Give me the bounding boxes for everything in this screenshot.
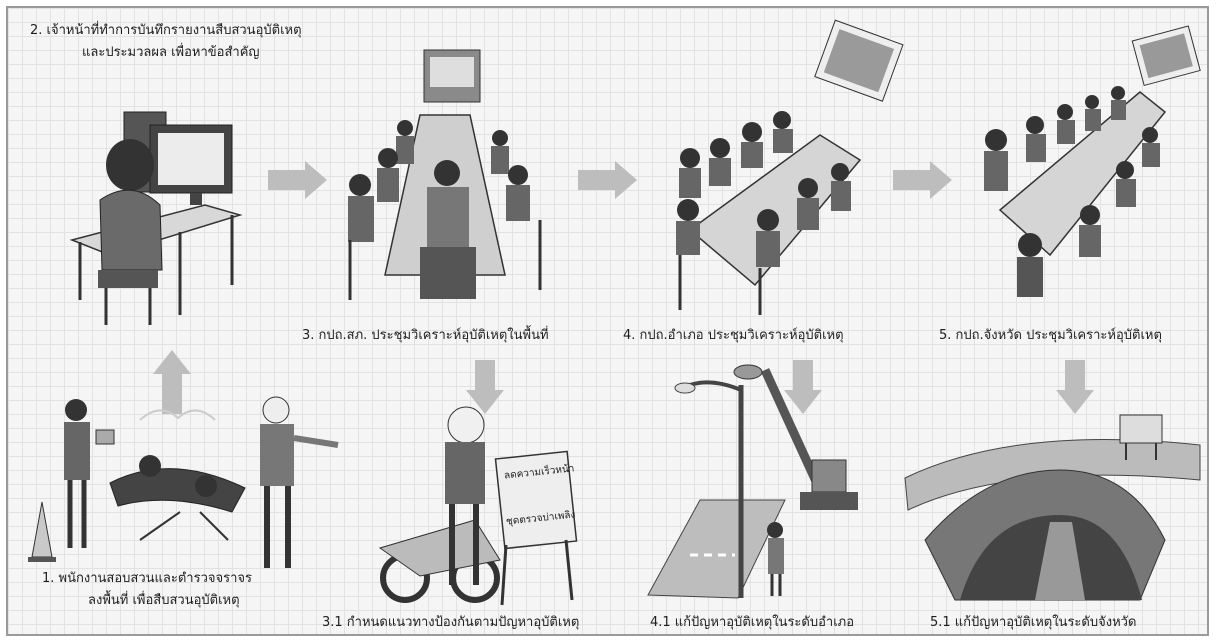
step5-1-caption: 5.1 แก้ปัญหาอุบัติเหตุในระดับจังหวัด	[930, 615, 1137, 630]
step1-caption-line2: ลงพื้นที่ เพื่อสืบสวนอุบัติเหตุ	[88, 593, 240, 608]
arrow-down-icon	[784, 360, 822, 414]
crane-streetlight-icon	[647, 364, 858, 599]
meeting-table-large-icon	[984, 25, 1201, 297]
computer-workstation-icon	[69, 111, 243, 325]
arrow-down-icon	[466, 360, 504, 414]
step4-1-caption: 4.1 แก้ปัญหาอุบัติเหตุในระดับอำเภอ	[650, 615, 855, 630]
overpass-tunnel-icon	[904, 414, 1201, 601]
meeting-table-small-icon	[348, 49, 542, 300]
traffic-police-signboard-icon	[378, 406, 578, 606]
step1-caption-line1: 1. พนักงานสอบสวนและตำรวจจราจร	[42, 571, 252, 586]
arrow-down-icon	[1056, 360, 1094, 414]
step4-caption: 4. กปถ.อำเภอ ประชุมวิเคราะห์อุบัติเหตุ	[623, 328, 844, 343]
arrow-right-icon	[578, 161, 637, 199]
diagram-frame	[6, 6, 1209, 636]
step3-caption: 3. กปถ.สภ. ประชุมวิเคราะห์อุบัติเหตุในพื…	[302, 328, 549, 343]
step3-1-caption: 3.1 กำหนดแนวทางป้องกันตามปัญหาอุบัติเหตุ	[322, 615, 580, 630]
step2-caption-line1: 2. เจ้าหน้าที่ทำการบันทึกรายงานสืบสวนอุบ…	[30, 23, 302, 38]
step5-caption: 5. กปถ.จังหวัด ประชุมวิเคราะห์อุบัติเหตุ	[939, 328, 1162, 343]
arrow-up-icon	[153, 350, 191, 414]
arrow-right-icon	[268, 161, 327, 199]
meeting-table-medium-icon	[676, 19, 904, 315]
step2-caption-line2: และประมวลผล เพื่อหาข้อสำคัญ	[82, 45, 260, 60]
accident-scene-icon	[28, 396, 339, 568]
arrow-right-icon	[893, 161, 952, 199]
